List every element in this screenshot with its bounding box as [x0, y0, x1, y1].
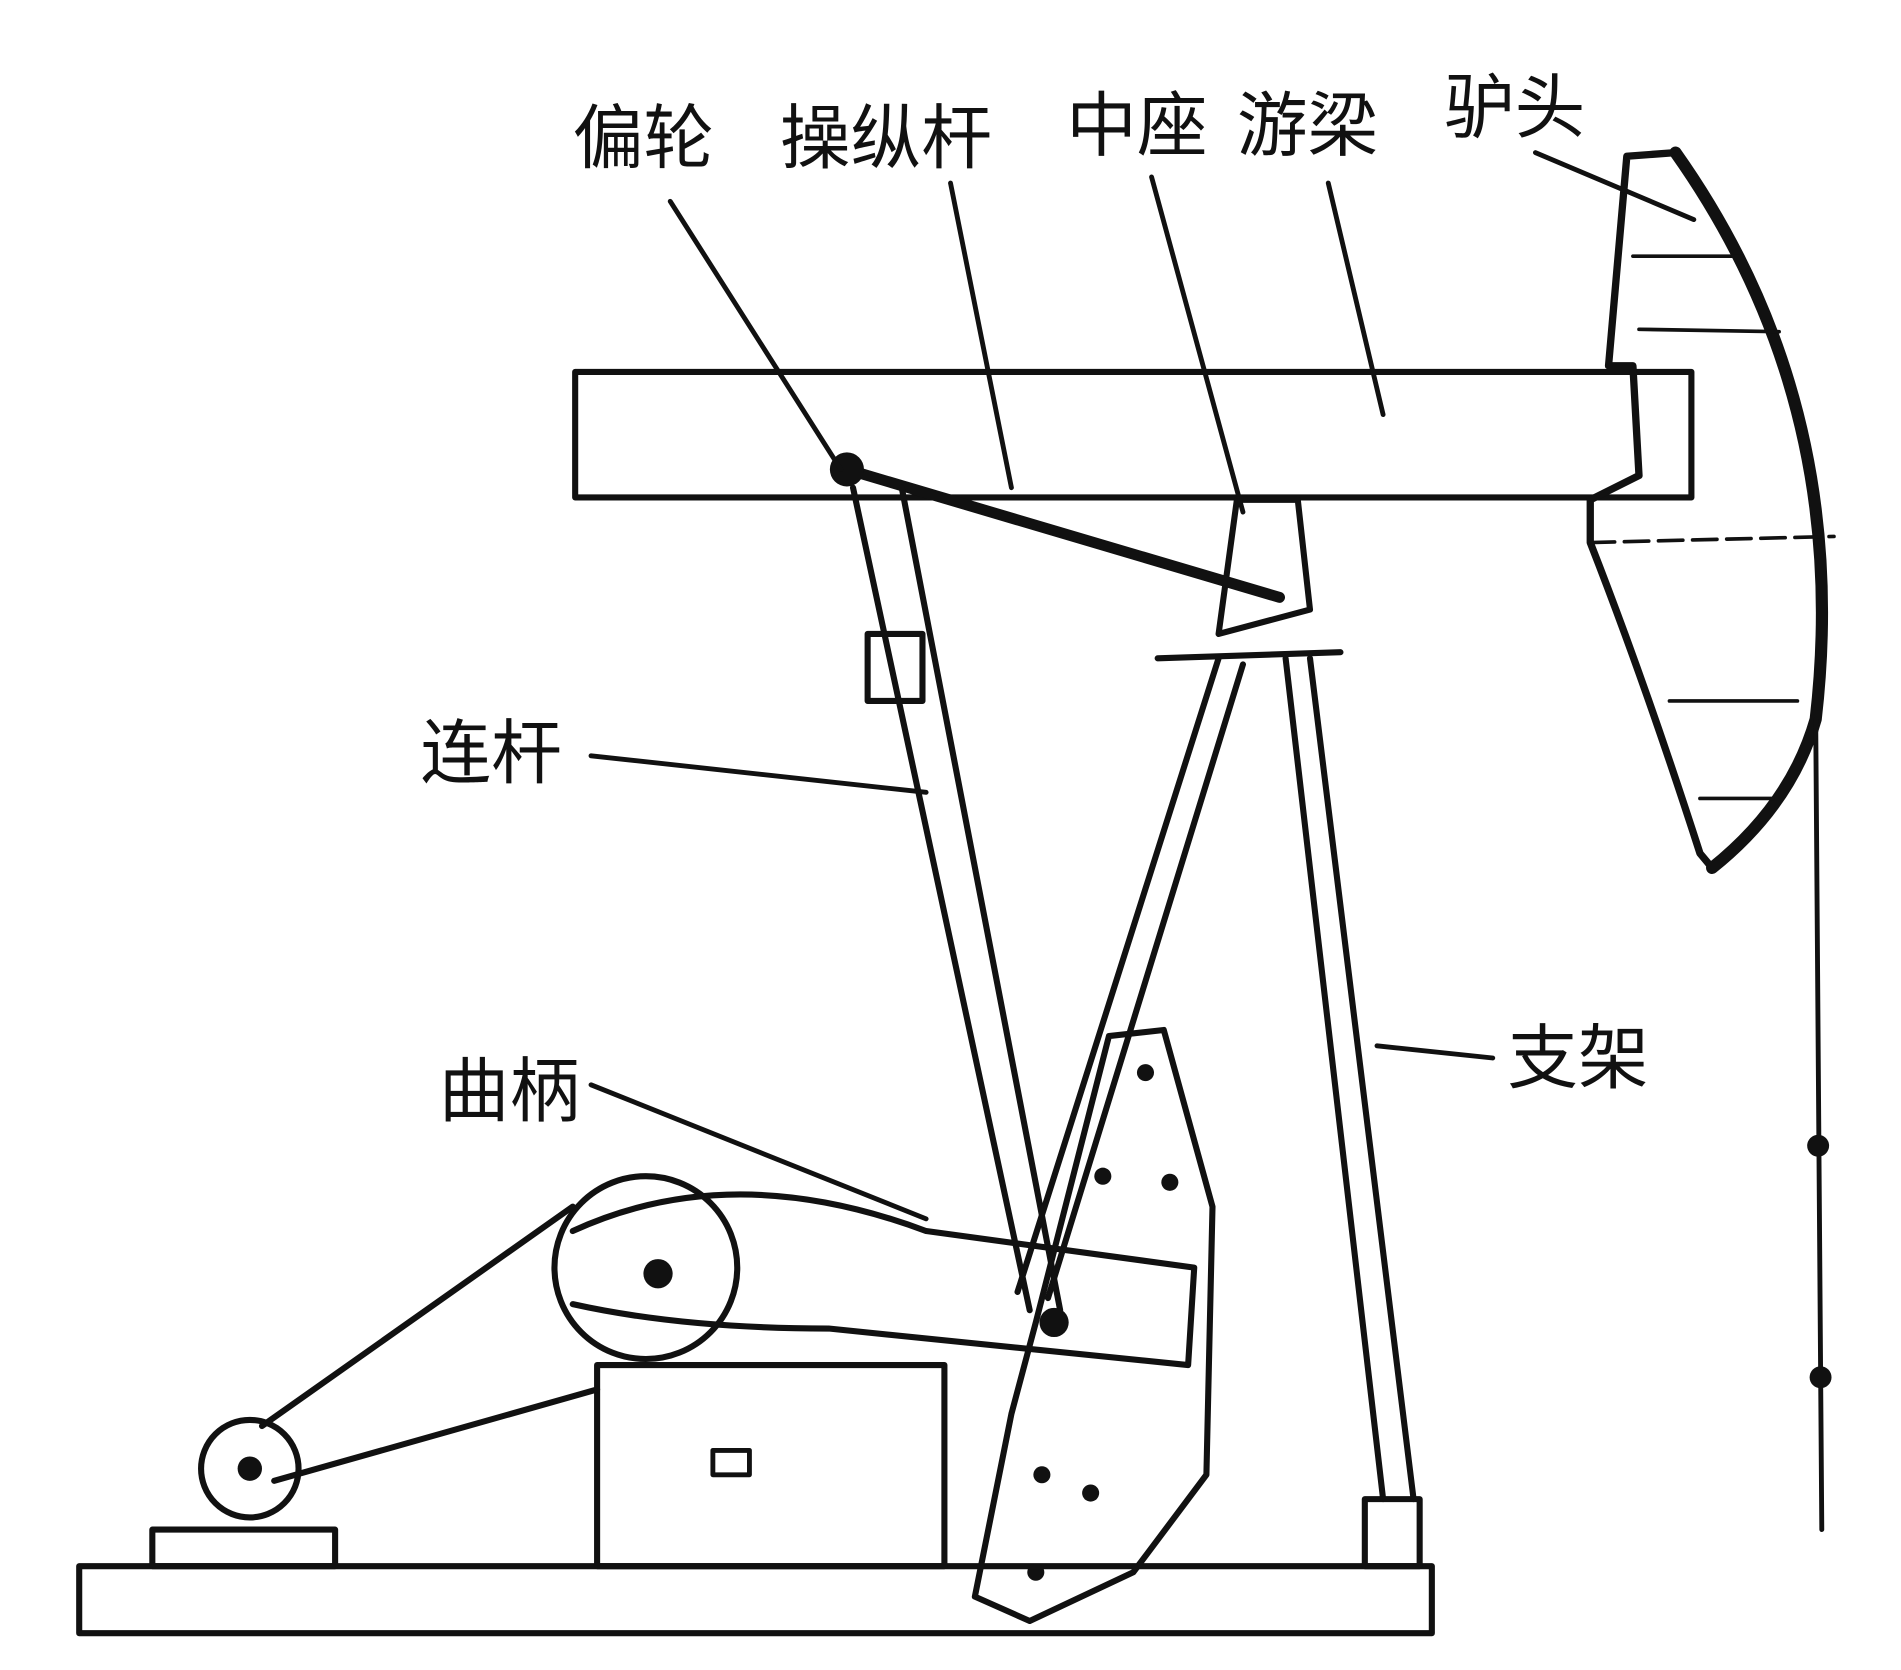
- label-horsehead: 驴头: [1444, 66, 1585, 149]
- gearbox-pulley: [551, 1173, 741, 1363]
- crank-pin: [1039, 1307, 1069, 1338]
- label-support: 支架: [1507, 1016, 1648, 1099]
- pitman-bearing: [864, 630, 926, 705]
- horsehead-rib: [1588, 534, 1836, 545]
- support-rear-leg: [1282, 655, 1417, 1503]
- rod-clamp: [1809, 1366, 1832, 1389]
- label-crank: 曲柄: [439, 1049, 580, 1132]
- gear-reducer: [594, 1362, 948, 1570]
- control-lever-link: [841, 463, 1286, 603]
- polished-rod-line: [1813, 716, 1825, 1533]
- horsehead: [1586, 148, 1826, 872]
- counterweight: [971, 1026, 1216, 1625]
- label-eccentric: 偏轮: [573, 96, 714, 179]
- horsehead-arc: [1669, 146, 1829, 874]
- support-front-leg: [1014, 655, 1247, 1302]
- rod-clamp: [1807, 1134, 1830, 1157]
- pitman-arm: [849, 484, 1064, 1314]
- horsehead-rib: [1637, 327, 1781, 334]
- crank-shaft: [643, 1259, 673, 1289]
- drive-belt: [258, 1203, 601, 1484]
- motor-base: [149, 1526, 339, 1570]
- label-center-bearing: 中座: [1066, 84, 1207, 167]
- label-control-lever: 操纵杆: [780, 96, 992, 179]
- leader-lines: [588, 150, 1697, 1222]
- walking-beam: [572, 368, 1695, 501]
- eccentric-wheel: [829, 452, 864, 487]
- support-foot: [1361, 1496, 1423, 1570]
- base-skid: [76, 1563, 1435, 1637]
- label-pitman: 连杆: [420, 712, 561, 795]
- crank-arm: [569, 1191, 1198, 1369]
- motor-pulley: [198, 1416, 302, 1521]
- gearbox-window: [710, 1447, 752, 1478]
- saddle-bearing: [1154, 496, 1344, 662]
- label-walking-beam: 游梁: [1237, 84, 1378, 167]
